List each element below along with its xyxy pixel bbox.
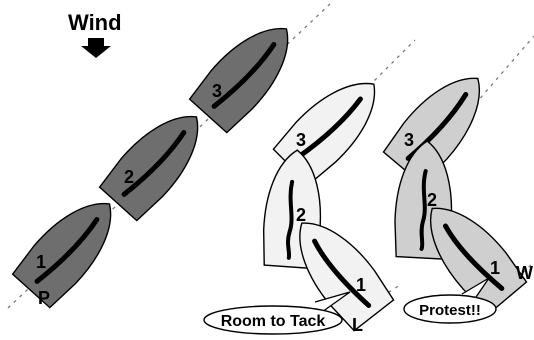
boat-number-w-3: 3 [404, 130, 414, 150]
boat-number-w-2: 2 [427, 190, 437, 210]
boat-p-3 [186, 9, 309, 136]
boat-p-1 [9, 184, 132, 311]
boat-number-p-3: 3 [212, 81, 222, 101]
callout-text-w: Protest!! [419, 302, 481, 319]
down-arrow-icon [81, 38, 111, 58]
boat-number-l-3: 3 [296, 130, 306, 150]
boat-number-l-1: 1 [356, 275, 366, 295]
boat-w-1 [409, 189, 530, 317]
marker-p: P [38, 288, 50, 308]
boat-l-3 [270, 63, 395, 188]
boat-l-1 [279, 205, 397, 334]
wind-label: Wind [68, 10, 122, 35]
callout-pointer-w [461, 277, 490, 301]
callout-pointer-l [314, 291, 351, 313]
boat-group-l: 3 2 1 Room to Tack L [203, 63, 397, 335]
marker-l: L [352, 315, 363, 335]
course-line-w-upper [469, 35, 534, 111]
boat-number-p-2: 2 [124, 167, 134, 187]
boat-group-p: 1 2 3 P [9, 9, 309, 311]
boat-number-w-1: 1 [490, 258, 500, 278]
boat-number-l-2: 2 [296, 205, 306, 225]
boat-group-w: 3 2 1 Protest!! W [380, 59, 533, 324]
boat-number-p-1: 1 [36, 252, 46, 272]
boat-w-2 [392, 138, 456, 261]
boat-p-2 [96, 97, 219, 224]
boat-l-2 [260, 147, 327, 270]
callout-bubble-w [403, 294, 497, 324]
marker-w: W [516, 263, 533, 283]
callout-text-l: Room to Tack [221, 313, 326, 330]
callout-bubble-l [203, 305, 343, 335]
